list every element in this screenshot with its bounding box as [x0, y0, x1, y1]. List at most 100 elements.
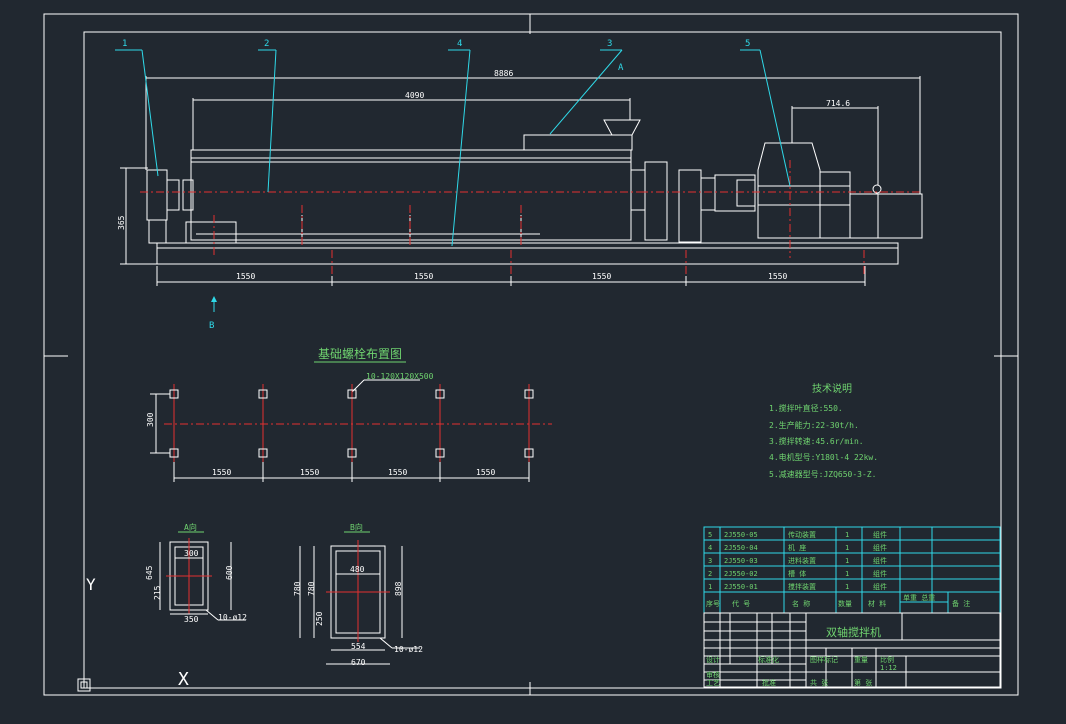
foundation-bay-2: 1550	[300, 468, 319, 477]
view-b: B向 480 554 670 898 780 780 250 10-ø12	[293, 522, 423, 667]
view-a-h-out: 645	[145, 565, 154, 580]
svg-text:1: 1	[845, 583, 849, 591]
svg-text:重量: 重量	[854, 656, 868, 664]
view-b-h-total: 780	[293, 581, 302, 596]
view-a-holes: 10-ø12	[218, 613, 247, 622]
foundation-title: 基础螺栓布置图	[318, 346, 402, 361]
svg-text:材 料: 材 料	[868, 599, 886, 608]
drawing-name: 双轴搅拌机	[826, 625, 881, 639]
sheet-frame	[43, 13, 1019, 696]
dim-overall: 8886	[494, 69, 513, 78]
tech-note-1: 1.搅拌叶直径:550.	[769, 403, 843, 413]
view-b-side: 250	[315, 611, 324, 626]
main-elevation-view	[115, 49, 923, 312]
svg-text:进料装置: 进料装置	[788, 556, 816, 565]
foundation-bay-4: 1550	[476, 468, 495, 477]
svg-text:2J550-05: 2J550-05	[724, 531, 758, 539]
view-b-w-in: 480	[350, 565, 365, 574]
dim-bay-1: 1550	[236, 272, 255, 281]
bom-table	[703, 526, 1001, 614]
svg-text:1: 1	[845, 544, 849, 552]
svg-text:2J550-01: 2J550-01	[724, 583, 758, 591]
dim-bay-3: 1550	[592, 272, 611, 281]
svg-text:名 称: 名 称	[792, 599, 810, 608]
svg-text:图样标记: 图样标记	[810, 655, 838, 664]
ucs-icon: Y X	[77, 575, 189, 692]
svg-text:第 张: 第 张	[854, 678, 872, 687]
svg-text:3: 3	[708, 557, 712, 565]
view-a: A向 300 350 600 645 215 10-ø12	[145, 522, 247, 624]
svg-text:槽 体: 槽 体	[788, 569, 806, 578]
tech-notes-title: 技术说明	[812, 382, 852, 395]
svg-text:组件: 组件	[873, 582, 887, 591]
view-b-h-in: 780	[307, 581, 316, 596]
dim-trough: 4090	[405, 91, 424, 100]
foundation-bay-3: 1550	[388, 468, 407, 477]
ucs-y-label: Y	[86, 575, 96, 594]
svg-text:搅拌装置: 搅拌装置	[788, 582, 816, 591]
ucs-x-label: X	[178, 669, 189, 690]
technical-notes: 技术说明 1.搅拌叶直径:550. 2.生产能力:22-30t/h. 3.搅拌转…	[769, 382, 878, 479]
bolt-spec: 10-120X120X500	[366, 372, 434, 381]
svg-text:审核: 审核	[706, 670, 720, 679]
leader-5: 5	[745, 39, 750, 49]
svg-text:设计: 设计	[706, 655, 720, 664]
section-b-label: B	[209, 321, 214, 331]
leader-2: 2	[264, 39, 269, 49]
svg-text:传动装置: 传动装置	[788, 530, 816, 539]
svg-text:序号: 序号	[706, 599, 720, 608]
svg-text:1: 1	[708, 583, 712, 591]
svg-text:比例: 比例	[880, 655, 894, 664]
svg-text:机 座: 机 座	[788, 543, 806, 552]
tech-note-4: 4.电机型号:Y180l-4 22kw.	[769, 452, 878, 462]
foundation-height: 300	[146, 412, 155, 427]
svg-text:单重 总重: 单重 总重	[903, 593, 935, 602]
leader-3: 3	[607, 39, 612, 49]
foundation-bay-1: 1550	[212, 468, 231, 477]
svg-text:组件: 组件	[873, 543, 887, 552]
svg-text:1: 1	[845, 531, 849, 539]
svg-text:组件: 组件	[873, 530, 887, 539]
svg-text:5: 5	[708, 531, 712, 539]
view-a-w-out: 350	[184, 615, 199, 624]
dim-bay-2: 1550	[414, 272, 433, 281]
tech-note-5: 5.减速器型号:JZQ650-3-Z.	[769, 469, 876, 479]
tech-note-3: 3.搅拌转速:45.6r/min.	[769, 436, 864, 446]
main-dimensions: 8886 4090 714.6 365 1550 1550 1550 1550	[117, 69, 850, 281]
view-b-w-mid: 554	[351, 642, 366, 651]
view-b-h-out: 898	[394, 581, 403, 596]
view-b-title: B向	[350, 522, 363, 532]
dim-bay-4: 1550	[768, 272, 787, 281]
bom-rows: 5 2J550-05 传动装置 1 组件 4 2J550-04 机 座 1 组件…	[706, 530, 970, 608]
view-a-h-in: 600	[225, 565, 234, 580]
dim-motor: 714.6	[826, 99, 850, 108]
scale-value: 1:12	[880, 664, 897, 672]
view-a-side: 215	[153, 585, 162, 600]
svg-text:数量: 数量	[838, 599, 852, 608]
svg-text:2: 2	[708, 570, 712, 578]
svg-text:4: 4	[708, 544, 712, 552]
leader-1: 1	[122, 39, 127, 49]
svg-text:标准化: 标准化	[758, 655, 779, 664]
svg-text:组件: 组件	[873, 556, 887, 565]
tech-note-2: 2.生产能力:22-30t/h.	[769, 420, 859, 430]
view-b-w-out: 670	[351, 658, 366, 667]
view-a-title: A向	[184, 522, 197, 532]
svg-text:代 号: 代 号	[732, 599, 750, 608]
svg-text:组件: 组件	[873, 569, 887, 578]
svg-text:2J550-03: 2J550-03	[724, 557, 758, 565]
section-a-label: A	[618, 63, 624, 73]
svg-text:2J550-02: 2J550-02	[724, 570, 758, 578]
dim-height: 365	[117, 215, 126, 230]
leader-4: 4	[457, 39, 462, 49]
leader-labels: 1 2 4 3 5 A B	[122, 39, 750, 331]
svg-text:共 张: 共 张	[810, 678, 828, 687]
view-a-w-in: 300	[184, 549, 199, 558]
svg-text:1: 1	[845, 557, 849, 565]
foundation-layout: 基础螺栓布置图 10-120X120X500 300	[146, 346, 552, 482]
title-block: 双轴搅拌机 设计 标准化 图样标记 重量 比例 1:12 审核 工艺 批准 共 …	[703, 612, 1001, 688]
svg-text:批准: 批准	[762, 678, 776, 687]
svg-text:2J550-04: 2J550-04	[724, 544, 758, 552]
svg-text:1: 1	[845, 570, 849, 578]
